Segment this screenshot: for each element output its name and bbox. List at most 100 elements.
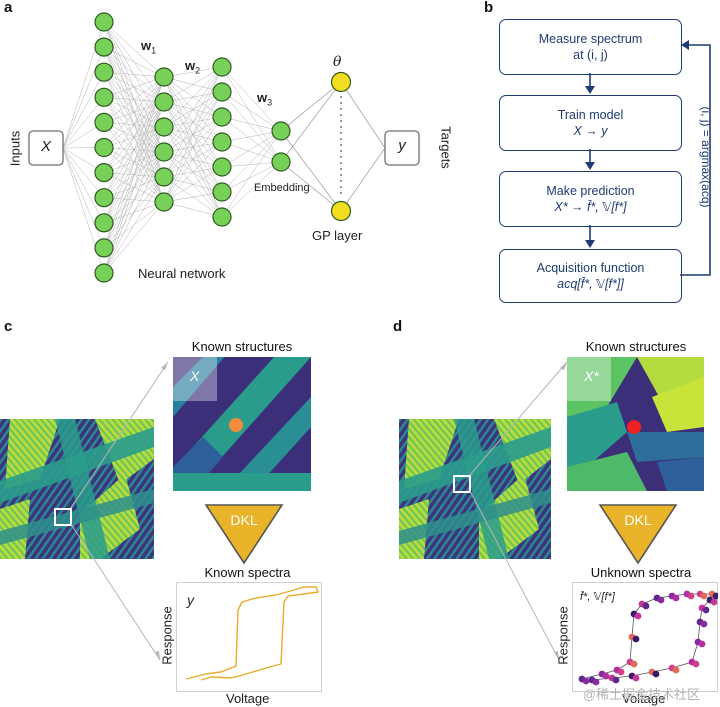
- gp-connections: [280, 81, 386, 212]
- weight-edge: [103, 76, 165, 173]
- neuron-node: [94, 213, 114, 233]
- gp-edge: [280, 81, 342, 163]
- panel-d-label: d: [393, 318, 403, 335]
- input-edge: [62, 72, 105, 149]
- neuron-node: [212, 157, 232, 177]
- prediction-point: [702, 606, 710, 614]
- prediction-point: [592, 678, 600, 686]
- prediction-point: [698, 640, 706, 648]
- weight-edge: [221, 91, 282, 163]
- prediction-point: [700, 620, 708, 628]
- flow-step-train-model: Train model X → y: [499, 95, 682, 151]
- neuron-node: [154, 92, 174, 112]
- neuron-node: [94, 163, 114, 183]
- gp-node: [330, 71, 352, 93]
- output-box: [384, 130, 420, 166]
- prediction-point: [642, 602, 650, 610]
- neuron-node: [154, 67, 174, 87]
- prediction-point: [632, 674, 640, 682]
- neuron-node: [154, 142, 174, 162]
- patch-selection-box: [54, 508, 72, 526]
- weight-edge: [103, 46, 165, 78]
- weight-w3-label: w3: [257, 90, 273, 108]
- flowchart-arrows: [585, 40, 711, 276]
- weight-edge: [163, 66, 223, 178]
- panel-c-zoomed-structure: [173, 357, 311, 491]
- panel-c-structure-image: [0, 419, 154, 559]
- panel-d-plot-label: f̄*, 𝕍[f*]: [580, 591, 615, 603]
- weight-edge: [163, 166, 223, 203]
- panel-c-patch-label: X: [190, 368, 200, 384]
- weight-edge: [163, 66, 223, 78]
- panel-d-dkl-triangle: [598, 504, 678, 565]
- weight-edge: [163, 66, 223, 203]
- weight-edge: [221, 161, 282, 168]
- output-symbol: y: [398, 137, 406, 154]
- weight-edge: [103, 21, 165, 78]
- neuron-node: [212, 132, 232, 152]
- patch-overlay: [567, 357, 611, 401]
- panel-d-xlabel: Voltage: [622, 691, 666, 706]
- prediction-point: [652, 670, 660, 678]
- input-edge: [62, 147, 105, 198]
- panel-c-known-spectra-title: Known spectra: [204, 565, 291, 580]
- gp-node: [330, 200, 352, 222]
- panel-c-zoom-lines: [70, 361, 169, 661]
- weight-w1-label: w1: [141, 38, 157, 56]
- weight-edge: [163, 191, 223, 203]
- panel-d-zoom-lines: [469, 361, 568, 661]
- neuron-node: [94, 238, 114, 258]
- prediction-point: [617, 668, 625, 676]
- prediction-point: [672, 666, 680, 674]
- weight-edge: [163, 141, 223, 203]
- input-edge: [62, 47, 105, 149]
- neuron-node: [94, 137, 114, 158]
- weight-edge: [163, 116, 223, 203]
- neuron-node: [94, 62, 114, 82]
- panel-d-zoomed-structure: [567, 357, 704, 491]
- targets-label: Targets: [438, 126, 454, 169]
- weight-edge: [221, 161, 282, 218]
- neuron-node: [94, 112, 114, 133]
- flow-step-acquisition-function: Acquisition function acq[f̄*, 𝕍[f*]]: [499, 249, 682, 303]
- panel-c-dkl-triangle: [204, 504, 284, 565]
- panel-d-structure-image: [399, 419, 551, 559]
- weight-edge: [221, 130, 282, 193]
- prediction-point: [712, 592, 718, 600]
- panel-d-ylabel: Response: [555, 606, 571, 665]
- gp-layer-label: GP layer: [312, 228, 363, 243]
- weight-edge: [221, 91, 282, 132]
- neuron-node: [271, 121, 291, 141]
- prediction-point: [672, 594, 680, 602]
- inputs-label: Inputs: [7, 130, 23, 167]
- prediction-point: [657, 596, 665, 604]
- neural-network-diagram: [28, 12, 420, 283]
- flow-step-measure-spectrum: Measure spectrum at (i, j): [499, 19, 682, 75]
- output-edge: [340, 147, 386, 212]
- prediction-point: [692, 660, 700, 668]
- neuron-node: [212, 82, 232, 102]
- panel-c-ylabel: Response: [159, 606, 175, 665]
- prediction-point: [687, 592, 695, 600]
- neuron-node: [154, 167, 174, 187]
- panel-c-spectrum-plot: [185, 586, 319, 681]
- weight-edge: [103, 76, 165, 98]
- neuron-node: [212, 57, 232, 77]
- neuron-node: [271, 152, 291, 172]
- neuron-node: [94, 188, 114, 208]
- weight-edge: [103, 76, 165, 148]
- panel-b-label: b: [484, 0, 494, 16]
- prediction-point: [612, 676, 620, 684]
- panel-d-unknown-spectra-title: Unknown spectra: [590, 565, 692, 580]
- weight-edge: [163, 91, 223, 203]
- weight-edge: [163, 66, 223, 103]
- weight-edge: [221, 66, 282, 132]
- panel-a-label: a: [4, 0, 13, 16]
- weight-edge: [103, 201, 165, 274]
- weight-edge: [221, 141, 282, 163]
- neuron-node: [94, 263, 114, 283]
- prediction-point: [634, 612, 642, 620]
- prediction-point: [630, 660, 638, 668]
- weight-edge: [221, 130, 282, 168]
- panel-c-xlabel: Voltage: [226, 691, 270, 706]
